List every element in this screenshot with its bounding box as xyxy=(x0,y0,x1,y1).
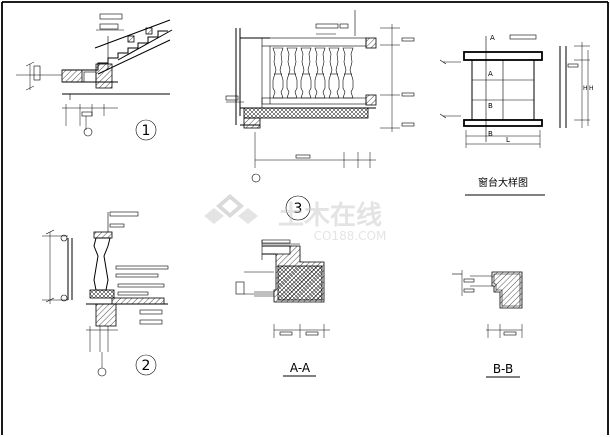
detail-1-drawing xyxy=(16,13,173,141)
baluster-3 xyxy=(300,47,312,99)
watermark-brand: 土木在线 xyxy=(278,201,382,231)
detail-2-callout: 2 xyxy=(142,358,151,374)
section-bb-title: B-B xyxy=(493,362,513,376)
detail-1-callout: 1 xyxy=(142,123,151,139)
plan-dimension-label: L xyxy=(506,136,510,144)
baluster-2 xyxy=(286,47,298,99)
watermark-logo-icon xyxy=(204,194,258,224)
window-sill-title: 窗台大样图 xyxy=(478,176,528,189)
detail-3-drawing xyxy=(225,10,415,221)
section-aa-drawing xyxy=(235,239,330,377)
section-bb-drawing xyxy=(452,270,523,378)
detail-3-callout: 3 xyxy=(294,201,303,217)
vertical-dim-h1: H xyxy=(583,85,588,92)
baluster-4 xyxy=(314,47,326,99)
section-mark-a-top: A xyxy=(490,34,495,42)
watermark-url: CO188.COM xyxy=(314,229,387,243)
vertical-dim-h2: H xyxy=(589,85,594,92)
section-mark-a-mid: A xyxy=(488,70,493,78)
section-mark-b-mid: B xyxy=(488,102,493,110)
section-aa-title: A-A xyxy=(290,361,311,375)
baluster-row xyxy=(272,47,354,99)
baluster-5 xyxy=(328,47,340,99)
window-sill-drawing xyxy=(439,34,590,196)
baluster-1 xyxy=(272,47,284,99)
baluster-6 xyxy=(342,47,354,99)
section-mark-b-bottom: B xyxy=(488,130,493,138)
detail-2-drawing xyxy=(42,211,169,377)
